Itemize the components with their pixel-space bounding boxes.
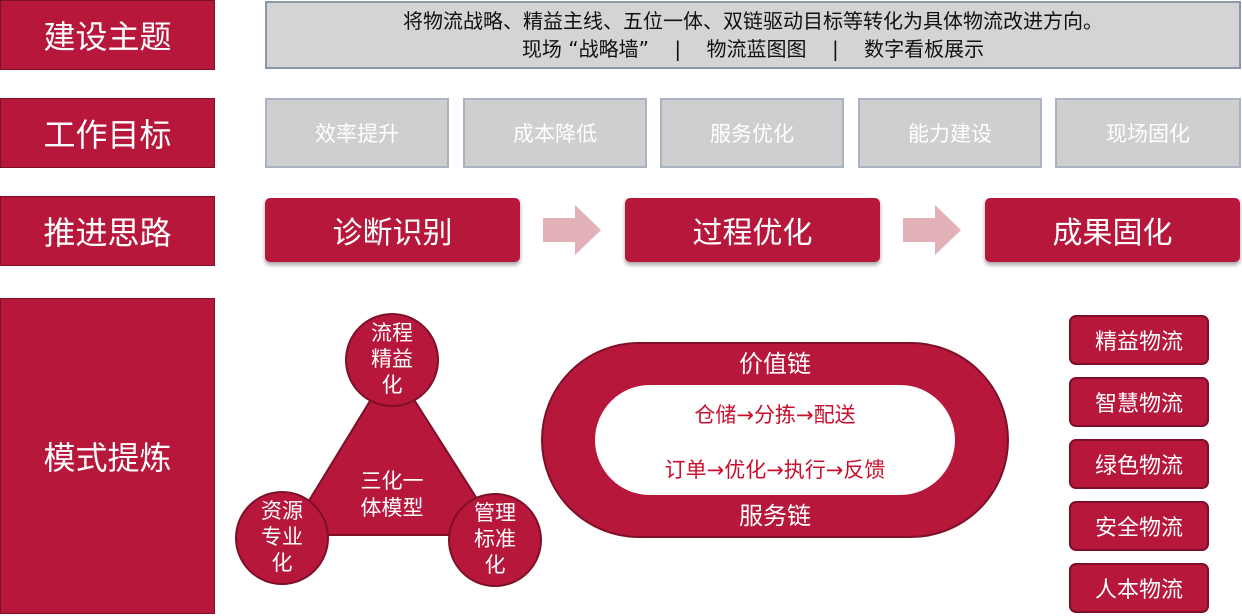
svg-text:资源: 资源 [261,499,303,523]
goal-cost: 成本降低 [463,98,647,168]
type-safe: 安全物流 [1069,501,1209,551]
goal-service: 服务优化 [660,98,844,168]
row-label-approach: 推进思路 [0,196,215,266]
goal-efficiency: 效率提升 [265,98,449,168]
step-diagnose: 诊断识别 [265,198,520,262]
step-optimize: 过程优化 [625,198,880,262]
chain-inner-area [595,385,955,495]
svg-text:精益: 精益 [371,347,413,371]
svg-text:化: 化 [272,551,293,575]
theme-line-1: 将物流战略、精益主线、五位一体、双链驱动目标等转化为具体物流改进方向。 [403,9,1103,33]
circle-resource [235,491,329,585]
type-smart: 智慧物流 [1069,377,1209,427]
svg-text:专业: 专业 [261,525,303,549]
circle-process [345,313,439,407]
arrow-right-icon [903,205,961,255]
circle-management [448,493,542,587]
type-green: 绿色物流 [1069,439,1209,489]
chain-line-2: 订单→优化→执行→反馈 [665,458,886,482]
row-label-theme: 建设主题 [0,0,215,70]
chain-line-1: 仓储→分拣→配送 [694,403,855,427]
goal-onsite: 现场固化 [1055,98,1241,168]
triangle-shape [286,363,502,536]
type-humane: 人本物流 [1069,563,1209,613]
svg-text:化: 化 [382,373,403,397]
triangle-model-diagram: 三化一 体模型 流程 精益 化 资源 专业 化 管理 标准 化 [235,313,542,587]
theme-box: 将物流战略、精益主线、五位一体、双链驱动目标等转化为具体物流改进方向。 现场 “… [265,1,1241,69]
step-solidify: 成果固化 [985,198,1240,262]
service-chain-label: 服务链 [739,502,811,530]
type-lean: 精益物流 [1069,315,1209,365]
triangle-center-line-2: 体模型 [361,496,424,520]
value-chain-label: 价值链 [739,350,811,378]
svg-text:化: 化 [485,553,506,577]
row-label-model: 模式提炼 [0,298,215,614]
triangle-center-line-1: 三化一 [361,469,424,493]
svg-text:管理: 管理 [474,501,516,525]
svg-text:标准: 标准 [474,527,516,551]
row-label-goals: 工作目标 [0,98,215,168]
svg-text:流程: 流程 [371,321,413,345]
goal-capability: 能力建设 [858,98,1042,168]
dual-chain-diagram: 价值链 仓储→分拣→配送 订单→优化→执行→反馈 服务链 [541,342,1009,538]
arrow-right-icon [543,205,601,255]
theme-line-2: 现场 “战略墙” | 物流蓝图图 | 数字看板展示 [521,37,985,61]
